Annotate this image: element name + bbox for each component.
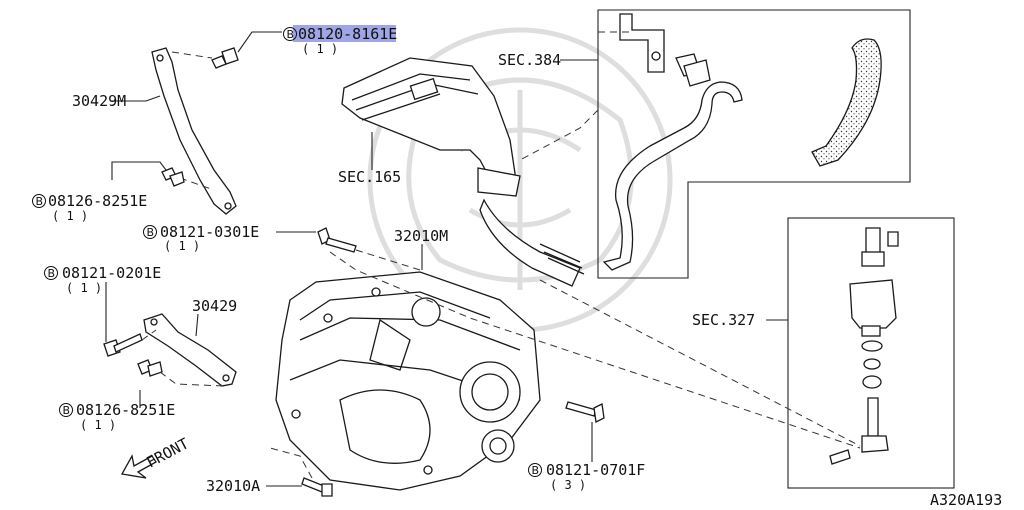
bracket-30429[interactable] <box>143 313 237 387</box>
label-bracket-lower: 30429 <box>192 297 237 315</box>
bolt-0301[interactable] <box>317 227 357 253</box>
svg-text:( 3 ): ( 3 ) <box>550 478 586 492</box>
transmission-assembly[interactable] <box>275 271 541 491</box>
bolt-lower-8251[interactable] <box>137 359 163 377</box>
diagram-id: A320A193 <box>930 491 1002 509</box>
label-bolt-0201: B 08121-0201E ( 1 ) <box>44 264 161 295</box>
svg-text:08126-8251E: 08126-8251E <box>76 401 175 419</box>
svg-text:B: B <box>532 464 540 477</box>
label-bolt-upper-bracket: B 08126-8251E ( 1 ) <box>32 192 147 223</box>
svg-text:B: B <box>147 226 155 239</box>
sec384-clip[interactable] <box>675 53 711 87</box>
svg-text:( 1 ): ( 1 ) <box>52 209 88 223</box>
svg-text:( 1 ): ( 1 ) <box>164 239 200 253</box>
sec384-hose-right[interactable] <box>811 38 882 167</box>
label-bolt-0701: B 08121-0701F ( 3 ) <box>528 461 645 492</box>
bolt-lower-0201[interactable] <box>103 333 143 357</box>
svg-text:( 1 ): ( 1 ) <box>66 281 102 295</box>
bolt-0701[interactable] <box>565 401 605 423</box>
label-sec165[interactable]: SEC.165 <box>338 168 401 186</box>
sec384-inset <box>597 9 911 279</box>
label-bolt-0301: B 08121-0301E ( 1 ) <box>143 223 259 253</box>
sec327-inset <box>787 217 955 489</box>
svg-text:B: B <box>63 404 71 417</box>
bolt-32010a[interactable] <box>301 477 333 497</box>
bracket-30429m[interactable] <box>151 47 237 215</box>
highlight-box <box>293 25 396 42</box>
label-sec384[interactable]: SEC.384 <box>498 51 561 69</box>
air-intake-duct[interactable] <box>341 57 585 287</box>
fuel-filter-assembly[interactable] <box>829 227 899 465</box>
sec384-bracket[interactable] <box>619 13 665 73</box>
svg-text:08120-8161E: 08120-8161E <box>298 25 397 43</box>
sec384-hose-left[interactable] <box>602 81 743 271</box>
svg-text:B: B <box>287 28 295 41</box>
front-arrow <box>120 454 157 479</box>
svg-text:( 1 ): ( 1 ) <box>302 42 338 56</box>
label-bolt-top[interactable]: B 08120-8161E ( 1 ) <box>283 25 398 56</box>
label-trans-assembly: 32010M <box>394 227 448 245</box>
svg-text:B: B <box>48 267 56 280</box>
svg-text:B: B <box>36 195 44 208</box>
svg-text:08121-0301E: 08121-0301E <box>160 223 259 241</box>
label-bracket-upper: 30429M <box>72 92 126 110</box>
label-front: FRONT <box>143 434 191 471</box>
svg-text:08126-8251E: 08126-8251E <box>48 192 147 210</box>
bolt-upper-top[interactable] <box>211 47 239 69</box>
label-trans-lower: 32010A <box>206 477 260 495</box>
svg-text:( 1 ): ( 1 ) <box>80 418 116 432</box>
label-sec327[interactable]: SEC.327 <box>692 311 755 329</box>
bolt-upper-bottom[interactable] <box>161 167 185 187</box>
svg-text:08121-0201E: 08121-0201E <box>62 264 161 282</box>
svg-text:08121-0701F: 08121-0701F <box>546 461 645 479</box>
label-bolt-lower-bracket: B 08126-8251E ( 1 ) <box>59 401 175 432</box>
